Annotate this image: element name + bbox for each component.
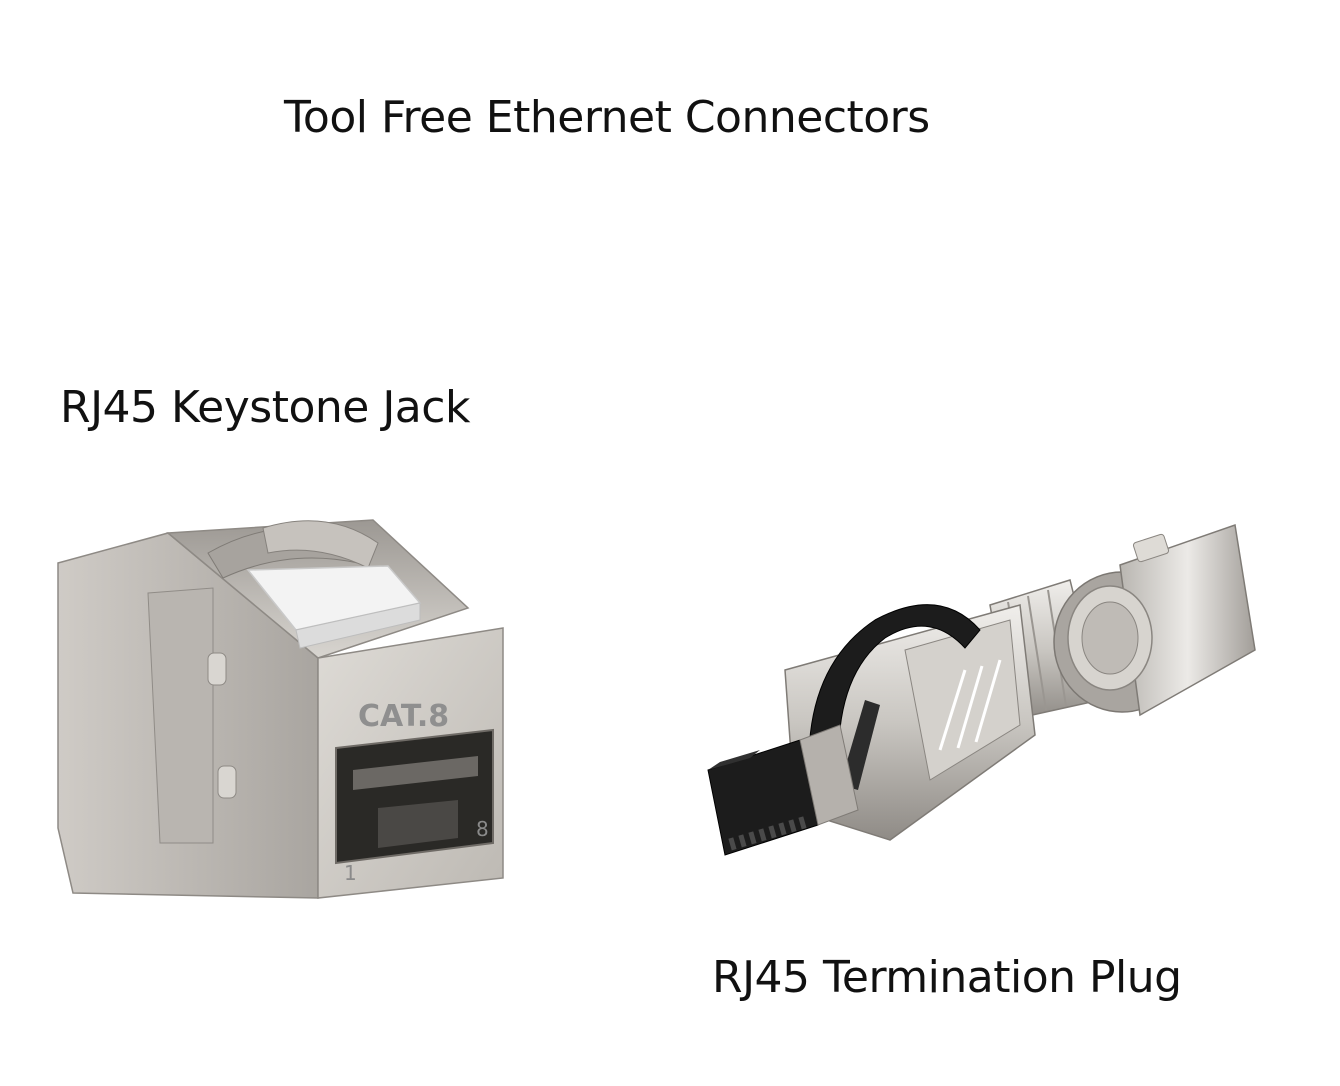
- keystone-jack-label: RJ45 Keystone Jack: [60, 382, 470, 433]
- pin-number-last: 8: [476, 817, 489, 841]
- termination-plug-image: [707, 523, 1256, 856]
- page-title: Tool Free Ethernet Connectors: [284, 92, 930, 143]
- pin-number-first: 1: [344, 861, 357, 885]
- keystone-jack-image: CAT.8 1 8: [57, 519, 504, 899]
- jack-marking: CAT.8: [358, 699, 449, 734]
- termination-plug-label: RJ45 Termination Plug: [712, 952, 1182, 1003]
